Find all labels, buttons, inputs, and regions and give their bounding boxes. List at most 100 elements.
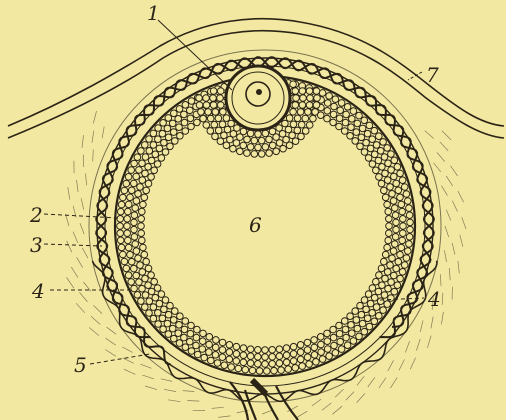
granulosa-cell <box>125 244 132 251</box>
label-3: 3 <box>30 233 43 257</box>
granulosa-cell <box>330 119 337 126</box>
granulosa-cell <box>124 223 131 230</box>
granulosa-cell <box>199 346 206 353</box>
granulosa-cell <box>365 291 372 298</box>
granulosa-cell <box>226 349 233 356</box>
granulosa-cell <box>299 363 306 370</box>
cumulus-cell <box>258 151 265 158</box>
granulosa-cell <box>125 237 132 244</box>
granulosa-cell <box>146 298 153 305</box>
granulosa-cell <box>344 342 351 349</box>
granulosa-cell <box>337 107 344 114</box>
cumulus-cell <box>286 142 293 149</box>
granulosa-cell <box>155 310 162 317</box>
granulosa-cell <box>376 272 383 279</box>
granulosa-cell <box>254 354 261 361</box>
granulosa-cell <box>285 366 292 373</box>
granulosa-cell <box>386 216 393 223</box>
granulosa-cell <box>332 96 339 103</box>
granulosa-cell <box>354 120 361 127</box>
granulosa-cell <box>376 133 383 140</box>
granulosa-cell <box>331 103 338 110</box>
granulosa-cell <box>127 251 134 258</box>
granulosa-cell <box>165 331 172 338</box>
granulosa-cell <box>139 177 146 184</box>
granulosa-cell <box>324 115 331 122</box>
granulosa-cell <box>304 354 311 361</box>
granulosa-cell <box>132 241 139 248</box>
granulosa-cell <box>341 318 348 325</box>
granulosa-cell <box>394 164 401 171</box>
granulosa-cell <box>391 288 398 295</box>
granulosa-cell <box>381 187 388 194</box>
granulosa-cell <box>382 275 389 282</box>
granulosa-cell <box>330 326 337 333</box>
granulosa-cell <box>233 351 240 358</box>
granulosa-cell <box>194 351 201 358</box>
granulosa-cell <box>371 127 378 134</box>
granulosa-cell <box>159 130 166 137</box>
granulosa-cell <box>161 139 168 146</box>
granulosa-cell <box>123 265 130 272</box>
granulosa-cell <box>337 338 344 345</box>
cumulus-cell <box>223 142 230 149</box>
granulosa-cell <box>350 108 357 115</box>
granulosa-cell <box>128 167 135 174</box>
granulosa-cell <box>142 154 149 161</box>
granulosa-cell <box>150 130 157 137</box>
granulosa-cell <box>152 151 159 158</box>
granulosa-cell <box>240 352 247 359</box>
granulosa-cell <box>389 255 396 262</box>
granulosa-cell <box>142 142 149 149</box>
granulosa-cell <box>127 194 134 201</box>
granulosa-cell <box>379 282 386 289</box>
granulosa-cell <box>385 208 392 215</box>
granulosa-cell <box>165 311 172 318</box>
granulosa-cell <box>181 334 188 341</box>
granulosa-cell <box>388 279 395 286</box>
granulosa-cell <box>336 322 343 329</box>
cumulus-cell <box>290 109 297 116</box>
granulosa-cell <box>384 145 391 152</box>
granulosa-cell <box>131 265 138 272</box>
cumulus-cell <box>210 88 217 95</box>
granulosa-cell <box>131 234 138 241</box>
granulosa-cell <box>164 320 171 327</box>
granulosa-cell <box>117 208 124 215</box>
granulosa-cell <box>393 226 400 233</box>
granulosa-cell <box>182 318 189 325</box>
cumulus-cell <box>215 127 222 134</box>
granulosa-cell <box>361 149 368 156</box>
granulosa-cell <box>228 364 235 371</box>
granulosa-cell <box>332 350 339 357</box>
granulosa-cell <box>139 208 146 215</box>
granulosa-cell <box>326 93 333 100</box>
granulosa-cell <box>177 313 184 320</box>
granulosa-cell <box>324 100 331 107</box>
granulosa-cell <box>384 177 391 184</box>
granulosa-cell <box>385 237 392 244</box>
granulosa-cell <box>364 130 371 137</box>
cumulus-cell <box>212 133 219 140</box>
granulosa-cell <box>154 285 161 292</box>
cumulus-cell <box>255 144 262 151</box>
granulosa-cell <box>407 219 414 226</box>
cumulus-cell <box>312 109 319 116</box>
cumulus-cell <box>196 95 203 102</box>
cumulus-cell <box>292 138 299 145</box>
granulosa-cell <box>378 265 385 272</box>
granulosa-cell <box>363 139 370 146</box>
granulosa-cell <box>304 347 311 354</box>
granulosa-cell <box>208 357 215 364</box>
label-4-right: 4 <box>427 287 441 311</box>
granulosa-cell <box>343 111 350 118</box>
granulosa-cell <box>318 341 325 348</box>
granulosa-cell <box>187 338 194 345</box>
cumulus-cell <box>292 102 299 109</box>
granulosa-cell <box>361 297 368 304</box>
granulosa-cell <box>176 322 183 329</box>
granulosa-cell <box>133 248 140 255</box>
granulosa-cell <box>121 258 128 265</box>
cumulus-cell <box>203 122 210 129</box>
granulosa-cell <box>181 111 188 118</box>
